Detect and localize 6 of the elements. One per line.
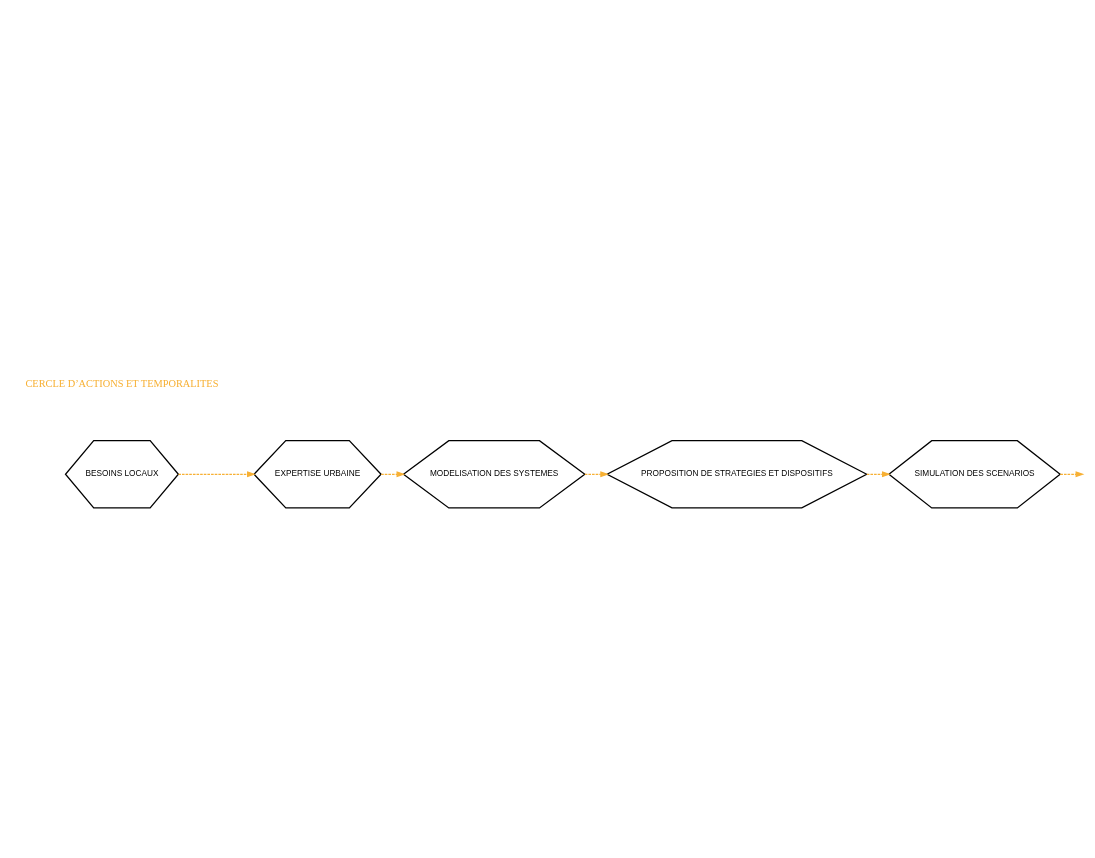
arrow	[1059, 470, 1085, 477]
arrow	[177, 470, 256, 477]
arrow	[866, 470, 891, 477]
label: CERCLE D’ACTIONS ET TEMPORALITES	[25, 377, 219, 389]
arrow	[584, 470, 610, 477]
arrow	[380, 470, 406, 477]
